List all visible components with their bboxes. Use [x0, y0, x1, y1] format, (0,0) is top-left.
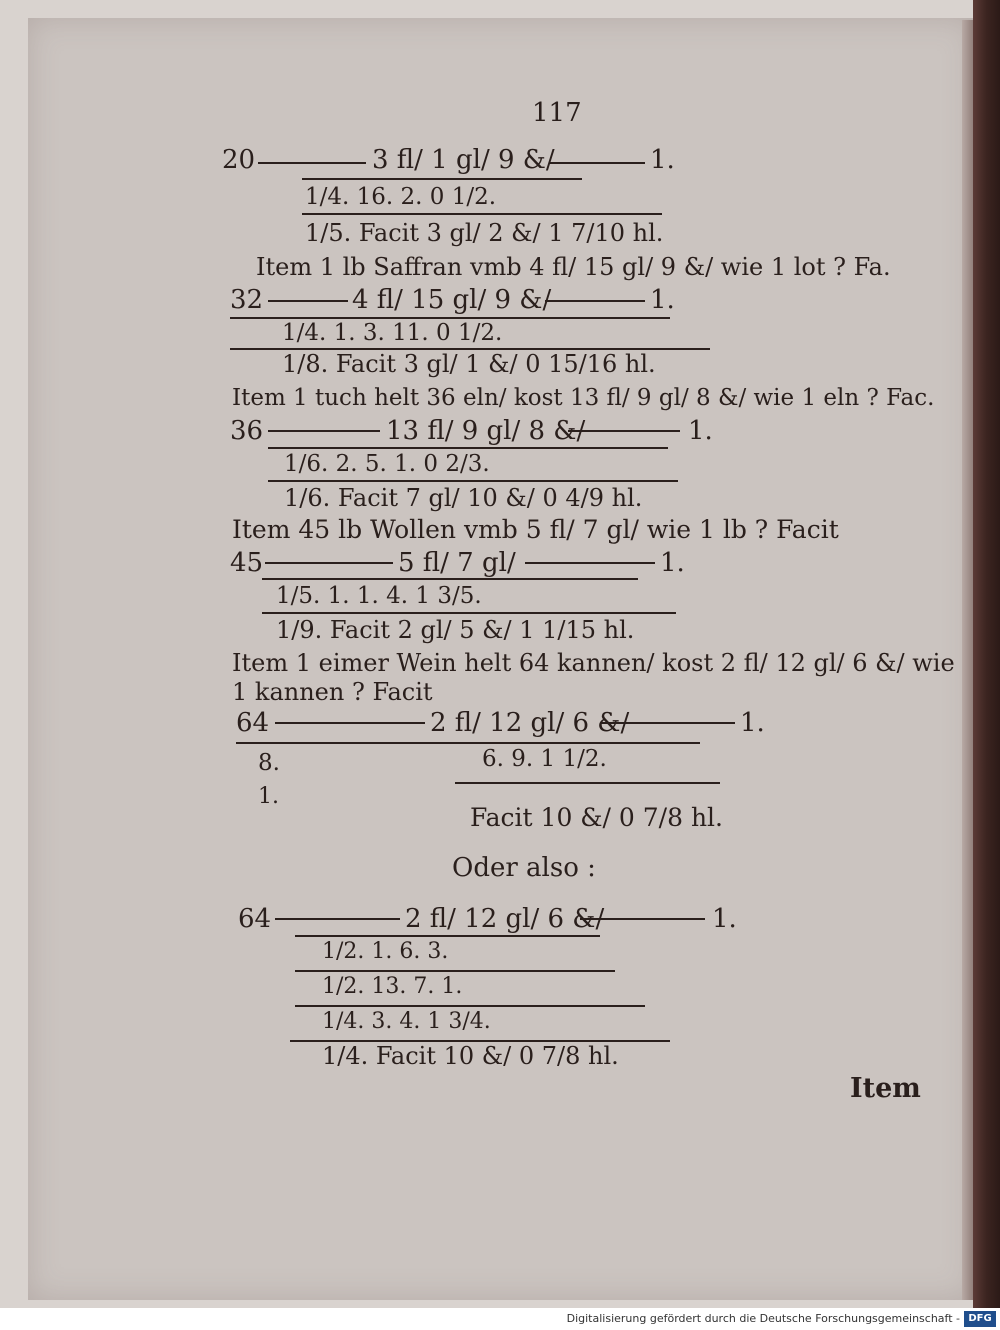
ex3-mid-value: 13 fl/ 9 gl/ 8 &/ — [386, 416, 586, 446]
catchword: Item — [850, 1073, 921, 1104]
ex3-dash-right — [568, 430, 680, 432]
book-spine — [973, 0, 1000, 1308]
ex2-mid-value: 4 fl/ 15 gl/ 9 &/ — [352, 285, 552, 315]
ex1-row2: 1/4. 16. 2. 0 1/2. — [305, 184, 497, 210]
ex3-rule-1 — [268, 447, 668, 449]
footer-credit: Digitalisierung gefördert durch die Deut… — [566, 1312, 960, 1325]
ex2-left-value: 32 — [230, 285, 264, 315]
ex2-row2: 1/4. 1. 3. 11. 0 1/2. — [282, 320, 503, 346]
ex1-row3: 1/5. Facit 3 gl/ 2 &/ 1 7/10 hl. — [305, 219, 664, 247]
alt-rule-3 — [295, 1005, 645, 1007]
alt-row5: 1/4. Facit 10 &/ 0 7/8 hl. — [322, 1042, 619, 1070]
ex5-right-value: 1. — [740, 708, 765, 738]
ex1-mid-value: 3 fl/ 1 gl/ 9 &/ — [372, 145, 555, 175]
alt-rule-2 — [295, 970, 615, 972]
ex4-left-value: 45 — [230, 548, 264, 578]
ex3-rule-2 — [268, 480, 678, 482]
ex4-dash-left — [265, 562, 393, 564]
ex1-dash-left — [258, 162, 366, 164]
alt-row3: 1/2. 13. 7. 1. — [322, 974, 463, 999]
ex3-row2: 1/6. 2. 5. 1. 0 2/3. — [284, 451, 490, 477]
ex2-dash-right — [545, 300, 645, 302]
ex2-dash-left — [268, 300, 348, 302]
ex5-mid-value: 2 fl/ 12 gl/ 6 &/ — [430, 708, 630, 738]
alt-left-value: 64 — [238, 904, 272, 934]
ex5-row3-left: 1. — [258, 784, 279, 809]
book-page — [28, 18, 973, 1300]
ex4-mid-value: 5 fl/ 7 gl/ — [398, 548, 516, 578]
ex2-question: Item 1 lb Saffran vmb 4 fl/ 15 gl/ 9 &/ … — [256, 253, 891, 281]
footer: Digitalisierung gefördert durch die Deut… — [0, 1308, 1000, 1330]
ex1-dash-right — [550, 162, 645, 164]
ex5-result: Facit 10 &/ 0 7/8 hl. — [470, 803, 724, 832]
alt-rule-1 — [295, 935, 600, 937]
alt-row2: 1/2. 1. 6. 3. — [322, 939, 449, 964]
page-edge — [962, 20, 974, 1300]
dfg-logo-icon: DFG — [964, 1311, 996, 1327]
ex4-right-value: 1. — [660, 548, 685, 578]
ex5-question-line2: 1 kannen ? Facit — [232, 678, 433, 706]
ex5-dash-right — [600, 722, 735, 724]
ex2-rule-2 — [230, 348, 710, 350]
page-number: 117 — [532, 98, 582, 128]
ex4-rule-2 — [262, 612, 676, 614]
ex4-dash-right — [525, 562, 655, 564]
ex2-right-value: 1. — [650, 285, 675, 315]
alt-mid-value: 2 fl/ 12 gl/ 6 &/ — [405, 904, 605, 934]
ex3-dash-left — [268, 430, 380, 432]
ex1-rule-1 — [302, 178, 582, 180]
ex5-rule-1 — [236, 742, 700, 744]
ex2-rule-1 — [230, 317, 670, 319]
ex4-rule-1 — [262, 578, 638, 580]
ex3-row3: 1/6. Facit 7 gl/ 10 &/ 0 4/9 hl. — [284, 484, 643, 512]
alt-dash-left — [275, 918, 400, 920]
alt-right-value: 1. — [712, 904, 737, 934]
ex3-question: Item 1 tuch helt 36 eln/ kost 13 fl/ 9 g… — [232, 385, 935, 411]
ex5-row2-right: 6. 9. 1 1/2. — [482, 746, 607, 772]
ex5-row2-left: 8. — [258, 750, 280, 776]
ex5-rule-2 — [455, 782, 720, 784]
ex5-question-line1: Item 1 eimer Wein helt 64 kannen/ kost 2… — [232, 649, 955, 677]
ex1-left-value: 20 — [222, 145, 256, 175]
alt-rule-4 — [290, 1040, 670, 1042]
ex4-row3: 1/9. Facit 2 gl/ 5 &/ 1 1/15 hl. — [276, 616, 635, 644]
ex5-left-value: 64 — [236, 708, 270, 738]
ex2-row3: 1/8. Facit 3 gl/ 1 &/ 0 15/16 hl. — [282, 350, 656, 378]
ex4-question: Item 45 lb Wollen vmb 5 fl/ 7 gl/ wie 1 … — [232, 515, 839, 544]
alt-row4: 1/4. 3. 4. 1 3/4. — [322, 1009, 491, 1034]
ex3-left-value: 36 — [230, 416, 264, 446]
ex3-right-value: 1. — [688, 416, 713, 446]
ex5-dash-left — [275, 722, 425, 724]
alt-dash-right — [580, 918, 705, 920]
alt-heading: Oder also : — [452, 853, 596, 883]
ex4-row2: 1/5. 1. 1. 4. 1 3/5. — [276, 583, 482, 609]
ex1-right-value: 1. — [650, 145, 675, 175]
ex1-rule-2 — [302, 213, 662, 215]
